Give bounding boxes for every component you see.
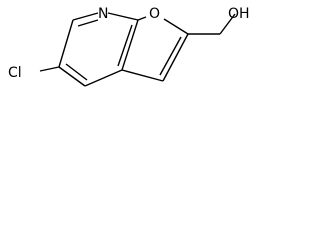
bond-c5-cl bbox=[39, 66, 60, 72]
bond-c7a-o bbox=[137, 16, 147, 21]
bond-c2-c3-inner bbox=[159, 36, 182, 76]
structure-diagram: N O Cl OH bbox=[0, 0, 258, 98]
hydroxyl-label: OH bbox=[228, 6, 250, 22]
bond-c6-n bbox=[72, 12, 99, 21]
bond-c3a-c4 bbox=[84, 69, 123, 87]
bond-c6-n-inner bbox=[77, 19, 99, 27]
bond-n-c7a bbox=[107, 12, 139, 21]
nitrogen-label: N bbox=[98, 6, 108, 22]
bond-o-c2 bbox=[163, 18, 189, 35]
bond-c7a-c3a-inner bbox=[117, 24, 133, 67]
bond-c4-c5 bbox=[58, 66, 86, 87]
bond-c7a-c3a bbox=[121, 19, 139, 71]
bond-c5-c6 bbox=[58, 19, 74, 68]
bond-c2-c3 bbox=[162, 33, 189, 82]
chlorine-label: Cl bbox=[8, 65, 22, 81]
ring-oxygen-label: O bbox=[149, 6, 160, 22]
molecule-svg: N O Cl OH bbox=[8, 6, 250, 87]
bond-c4-c5-inner bbox=[65, 63, 88, 81]
bond-c3-c3a bbox=[121, 69, 164, 82]
bond-ch2-oh bbox=[219, 13, 236, 35]
